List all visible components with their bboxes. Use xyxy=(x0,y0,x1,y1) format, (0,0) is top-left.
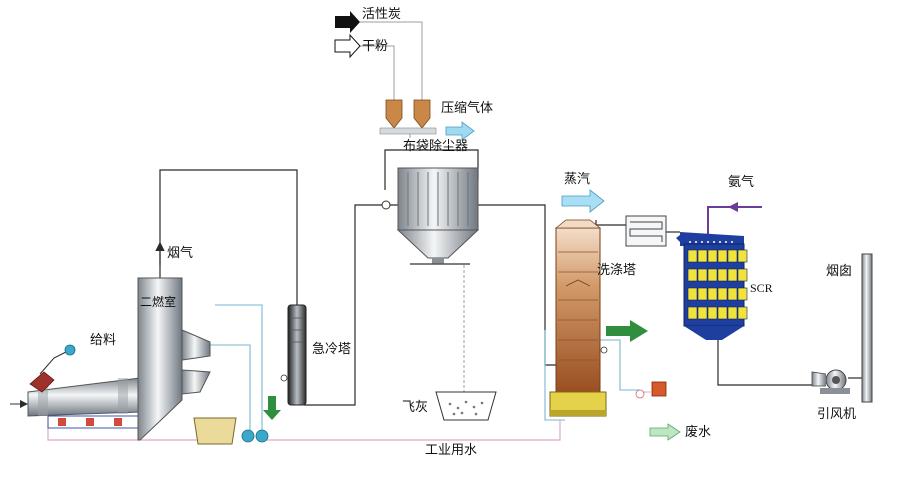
compressed-air-label: 压缩气体 xyxy=(441,101,494,116)
flue-gas-piping xyxy=(159,149,862,406)
scr-catalyst-block xyxy=(697,268,708,282)
scr-catalyst-block xyxy=(737,249,748,263)
scr-catalyst-block xyxy=(707,249,718,263)
bag-filter-unit xyxy=(381,167,480,395)
scr-catalyst-block xyxy=(737,268,748,282)
heat-exchanger xyxy=(625,215,667,247)
scr-catalyst-block xyxy=(697,249,708,263)
fly-ash-label: 飞灰 xyxy=(402,400,429,415)
scr-catalyst-block xyxy=(727,287,738,301)
scrubber-tower xyxy=(549,219,608,417)
green-down-arrow xyxy=(263,396,281,420)
scr-catalyst-block xyxy=(717,268,728,282)
additive-silos xyxy=(379,99,437,135)
scr-catalyst-grid xyxy=(687,249,748,320)
ammonia-line xyxy=(707,202,762,234)
scr-catalyst-block xyxy=(687,249,698,263)
activated-carbon-arrow xyxy=(335,11,360,33)
scr-catalyst-block xyxy=(717,287,728,301)
pumps xyxy=(241,429,269,443)
scrubber-label: 洗涤塔 xyxy=(597,263,637,278)
scrubber-green-arrow xyxy=(606,320,648,342)
rotary-kiln xyxy=(10,377,141,429)
compressed-air-arrow xyxy=(445,121,475,141)
feeding-label: 给料 xyxy=(90,333,117,348)
industrial-water-label: 工业用水 xyxy=(425,443,478,458)
scr-catalyst-block xyxy=(737,287,748,301)
scr-catalyst-block xyxy=(737,306,748,320)
secondary-chamber-label: 二燃室 xyxy=(140,295,177,309)
secondary-chamber xyxy=(137,241,211,441)
scr-catalyst-block xyxy=(687,287,698,301)
chimney-label: 烟囱 xyxy=(826,264,853,279)
feeder xyxy=(29,344,76,393)
steam-arrow xyxy=(561,189,605,213)
id-fan-label: 引风机 xyxy=(817,407,857,422)
wastewater-arrow xyxy=(649,423,681,441)
scr-reactor xyxy=(676,232,745,340)
quench-tower-label: 急冷塔 xyxy=(312,342,352,357)
steam-label: 蒸汽 xyxy=(564,172,591,187)
scr-catalyst-block xyxy=(697,287,708,301)
scr-catalyst-block xyxy=(717,306,728,320)
dry-powder-arrow xyxy=(334,33,361,59)
scr-catalyst-block xyxy=(687,268,698,282)
flue-gas-label: 烟气 xyxy=(167,246,194,261)
wastewater-label: 废水 xyxy=(685,425,712,440)
scr-catalyst-block xyxy=(727,268,738,282)
scr-catalyst-block xyxy=(687,306,698,320)
scr-catalyst-block xyxy=(717,249,728,263)
water-tank xyxy=(193,417,237,445)
scrubber-dosing-box xyxy=(635,381,667,399)
chimney xyxy=(861,253,873,403)
dry-powder-label: 干粉 xyxy=(362,39,389,54)
fly-ash-bin xyxy=(435,391,497,421)
scr-catalyst-block xyxy=(707,268,718,282)
induced-draft-fan xyxy=(811,369,850,394)
scr-catalyst-block xyxy=(727,249,738,263)
ammonia-label: 氨气 xyxy=(728,175,755,190)
scr-catalyst-block xyxy=(697,306,708,320)
water-piping xyxy=(205,304,640,430)
scr-catalyst-block xyxy=(707,287,718,301)
activated-carbon-label: 活性炭 xyxy=(362,7,402,22)
bag-filter-label: 布袋除尘器 xyxy=(403,139,469,154)
scr-label: SCR xyxy=(750,281,773,295)
scr-catalyst-block xyxy=(707,306,718,320)
scr-catalyst-block xyxy=(727,306,738,320)
quench-tower xyxy=(280,304,307,406)
